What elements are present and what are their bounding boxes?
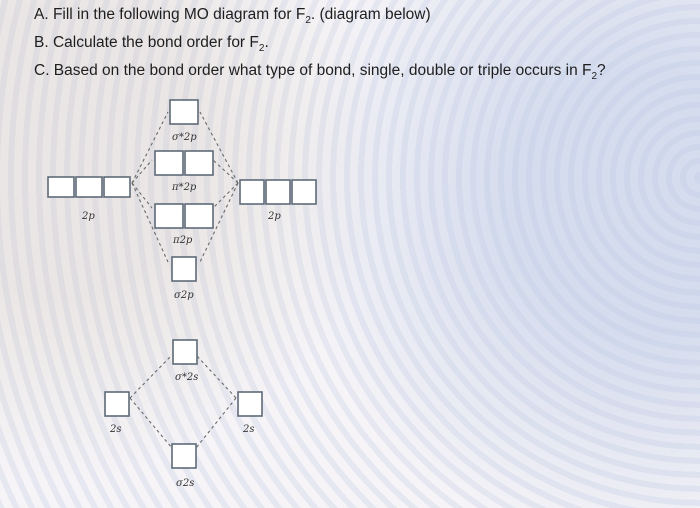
orbital-box[interactable] [47, 176, 75, 198]
orbital-box[interactable] [184, 203, 214, 229]
sigma-star-2s-label: σ*2s [175, 372, 198, 383]
sigma-2p-label: σ2p [174, 290, 194, 301]
right-2p-label: 2p [267, 211, 281, 222]
question-c: C. Based on the bond order what type of … [34, 62, 606, 83]
pi-2p-label: π2p [172, 235, 193, 246]
orbital-box[interactable] [103, 176, 131, 198]
sigma-2p-orbital[interactable] [171, 256, 197, 282]
left-2p-label: 2p [81, 211, 95, 222]
sigma-star-2p-orbital[interactable] [169, 99, 199, 125]
connector-lines [129, 111, 239, 449]
orbital-box[interactable] [291, 179, 317, 205]
sigma-2s-orbital[interactable] [171, 443, 197, 469]
right-2p-orbitals[interactable] [239, 179, 317, 205]
question-list: A. Fill in the following MO diagram for … [34, 4, 674, 88]
orbital-box[interactable] [239, 179, 265, 205]
sigma-star-2s-orbital[interactable] [172, 339, 198, 365]
question-b: B. Calculate the bond order for F2. [34, 34, 269, 55]
pi-2p-orbitals[interactable] [154, 203, 214, 229]
left-2p-orbitals[interactable] [47, 176, 131, 198]
orbital-box[interactable] [265, 179, 291, 205]
orbital-box[interactable] [154, 150, 184, 176]
right-2s-label: 2s [242, 424, 255, 435]
left-2s-label: 2s [109, 424, 122, 435]
question-a: A. Fill in the following MO diagram for … [34, 6, 431, 27]
pi-star-2p-orbitals[interactable] [154, 150, 214, 176]
pi-star-2p-label: π*2p [171, 182, 197, 193]
orbital-box[interactable] [75, 176, 103, 198]
sigma-star-2p-label: σ*2p [172, 132, 197, 143]
left-2s-orbital[interactable] [104, 391, 130, 417]
sigma-2s-label: σ2s [176, 478, 194, 489]
orbital-box[interactable] [184, 150, 214, 176]
orbital-box[interactable] [154, 203, 184, 229]
right-2s-orbital[interactable] [237, 391, 263, 417]
